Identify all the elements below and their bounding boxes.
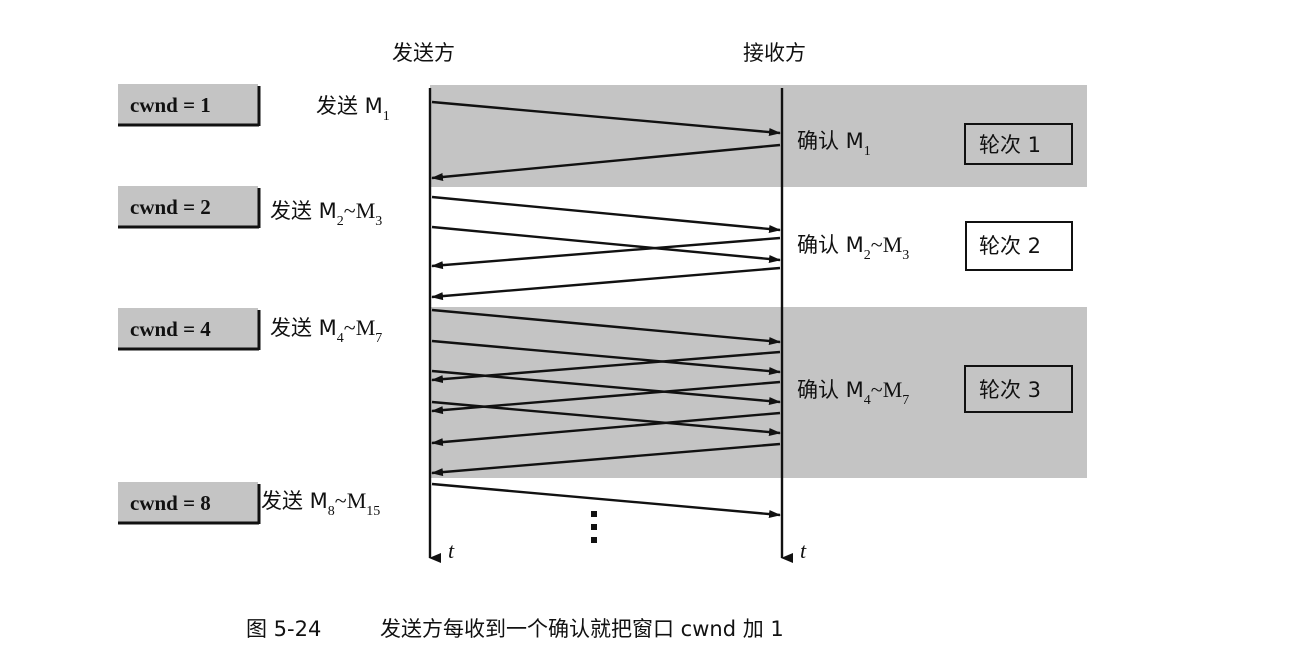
cwnd-box-3: cwnd = 4 [118,308,261,351]
continuation-dots-icon [591,511,597,543]
receiver-time-label: t [800,538,807,563]
svg-text:轮次 1: 轮次 1 [979,133,1041,157]
cwnd-box-1: cwnd = 1 [118,84,261,127]
ack-arrow [431,442,781,477]
data-segment-arrow [431,482,781,519]
data-segment-arrow [431,308,781,345]
cwnd-box-2: cwnd = 2 [118,186,261,229]
cwnd-box-4: cwnd = 8 [118,482,261,525]
cwnd-value: cwnd = 1 [130,93,211,117]
ack-arrow [431,411,781,447]
cwnd-value: cwnd = 2 [130,195,211,219]
ack-label-3: 确认 M4~M7 [797,377,909,408]
data-segment-arrow [431,225,781,263]
svg-text:轮次 3: 轮次 3 [979,378,1041,402]
data-segment-arrow [431,195,781,233]
data-segment-arrow [431,100,781,137]
data-segment-arrow [431,339,781,376]
ack-arrow [431,143,781,181]
ack-label-1: 确认 M1 [797,129,871,159]
ack-arrow [431,236,781,270]
message-arrows [431,100,781,519]
send-label-4: 发送 M8~M15 [261,488,380,519]
send-label-3: 发送 M4~M7 [270,315,382,346]
round-box-3: 轮次 3 [964,365,1073,413]
cwnd-value: cwnd = 8 [130,491,211,515]
sender-header: 发送方 [392,41,455,65]
figure-caption: 图 5-24 发送方每收到一个确认就把窗口 cwnd 加 1 [246,617,784,641]
send-label-2: 发送 M2~M3 [270,198,382,229]
ack-arrow [431,380,781,415]
ack-arrow [431,266,781,301]
ack-arrow [431,350,781,384]
svg-text:轮次 2: 轮次 2 [979,234,1041,258]
round-box-2: 轮次 2 [965,221,1073,271]
ack-label-2: 确认 M2~M3 [797,232,909,263]
receiver-header: 接收方 [743,41,806,65]
round-box-1: 轮次 1 [964,123,1073,165]
send-label-1: 发送 M1 [316,94,390,124]
cwnd-value: cwnd = 4 [130,317,211,341]
sender-time-label: t [448,538,455,563]
